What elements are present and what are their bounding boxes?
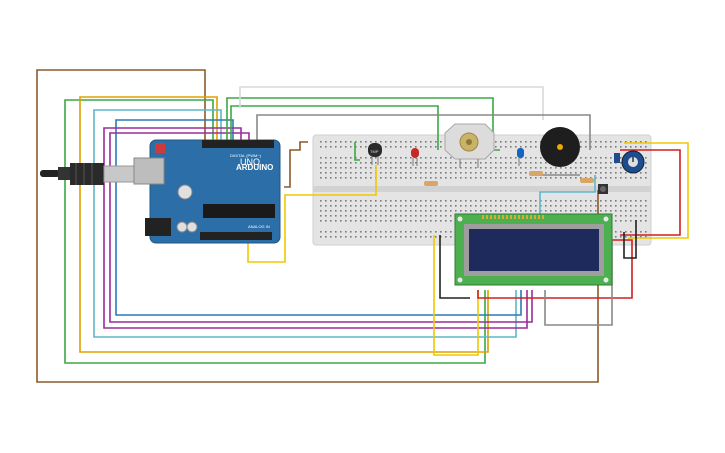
wires: [36, 69, 689, 383]
wire-black: [439, 235, 470, 299]
resistor-3: [580, 178, 594, 183]
wire-green-3: [230, 105, 439, 150]
temperature-sensor[interactable]: TMP: [368, 143, 382, 165]
tmp-label: TMP: [370, 149, 379, 154]
wire-brown-board: [284, 141, 308, 188]
analog-header-label: ANALOG IN: [248, 224, 270, 229]
wire-gray-mid: [256, 114, 591, 150]
wire-yellow-lcd: [433, 235, 479, 356]
blue-led[interactable]: [517, 148, 524, 166]
wire-cyan-right: [539, 175, 596, 215]
wire-yellow-right: [624, 142, 689, 239]
wire-black-right: [623, 220, 637, 259]
wire-green-2: [226, 97, 500, 151]
board-brand: ARDUINO: [236, 163, 273, 172]
lcd-display[interactable]: [454, 213, 613, 286]
wire-purple-2: [109, 132, 533, 323]
wire-green-board: [354, 142, 360, 161]
piezo-buzzer[interactable]: [540, 127, 580, 167]
potentiometer[interactable]: [614, 150, 645, 174]
wire-brown: [36, 69, 599, 383]
push-button[interactable]: [598, 184, 608, 194]
wire-blue: [115, 119, 522, 316]
board-model: UNO: [240, 157, 260, 167]
wire-gray-top: [239, 86, 544, 120]
wire-red-right: [620, 149, 681, 236]
resistors[interactable]: [424, 171, 594, 186]
resistor-1: [424, 181, 438, 186]
arduino-uno[interactable]: ARDUINO UNO DIGITAL (PWM~) ANALOG IN: [133, 139, 281, 244]
red-led[interactable]: [411, 148, 419, 166]
wire-cyan: [93, 109, 517, 338]
wire-yellow-board: [247, 165, 377, 263]
resistor-2: [529, 171, 543, 176]
digital-header-label: DIGITAL (PWM~): [230, 153, 262, 158]
usb-cable: [40, 163, 135, 185]
wire-green-1: [64, 99, 486, 364]
wire-orange: [79, 96, 489, 353]
dc-motor[interactable]: [444, 123, 495, 168]
